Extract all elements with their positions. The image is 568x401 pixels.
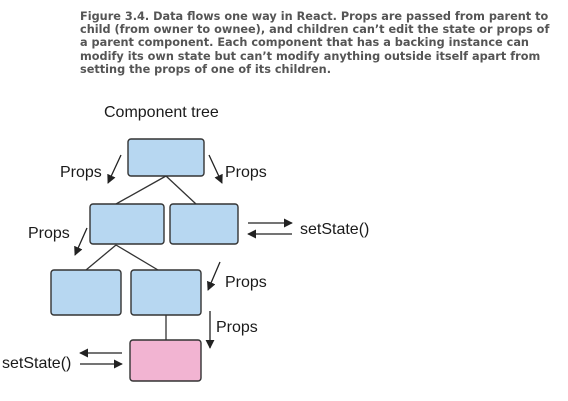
props-label: Props (216, 319, 258, 336)
props-arrow-to-pink: Props (205, 311, 258, 349)
arrow-down-icon (107, 154, 122, 184)
props-arrow-mid-left: Props (28, 225, 88, 256)
edge-root-right (165, 175, 197, 205)
diagram-title: Component tree (104, 104, 219, 121)
left-leaf-node (50, 269, 122, 316)
figure-number: Figure 3.4. (80, 10, 150, 23)
setstate-label: setState() (2, 355, 71, 372)
caption-text: Data flows one way in React. Props are p… (80, 10, 550, 76)
props-label: Props (60, 164, 102, 181)
setstate-arrows-left: setState() (2, 348, 123, 372)
edge-mid-leftleaf (85, 244, 117, 271)
props-arrow-leaf-right: Props (207, 261, 267, 291)
right-child-node (169, 203, 239, 245)
setstate-label: setState() (300, 221, 369, 238)
props-label: Props (225, 164, 267, 181)
figure-caption: Figure 3.4. Data flows one way in React.… (80, 10, 560, 76)
left-child-node (89, 203, 165, 245)
tree-edges (85, 175, 197, 340)
setstate-arrows-right: setState() (247, 218, 369, 239)
props-label: Props (28, 225, 70, 242)
edge-root-left (115, 175, 167, 205)
root-component-node (127, 138, 205, 177)
arrow-down-icon (208, 154, 223, 184)
arrow-down-icon (74, 227, 88, 256)
arrow-down-icon (207, 261, 221, 291)
props-arrow-root-left: Props (60, 154, 122, 184)
props-label: Props (225, 274, 267, 291)
props-arrow-root-right: Props (208, 154, 267, 184)
edge-mid-rightleaf (115, 244, 159, 271)
stateful-component-node (129, 339, 202, 382)
right-leaf-node (130, 269, 202, 316)
